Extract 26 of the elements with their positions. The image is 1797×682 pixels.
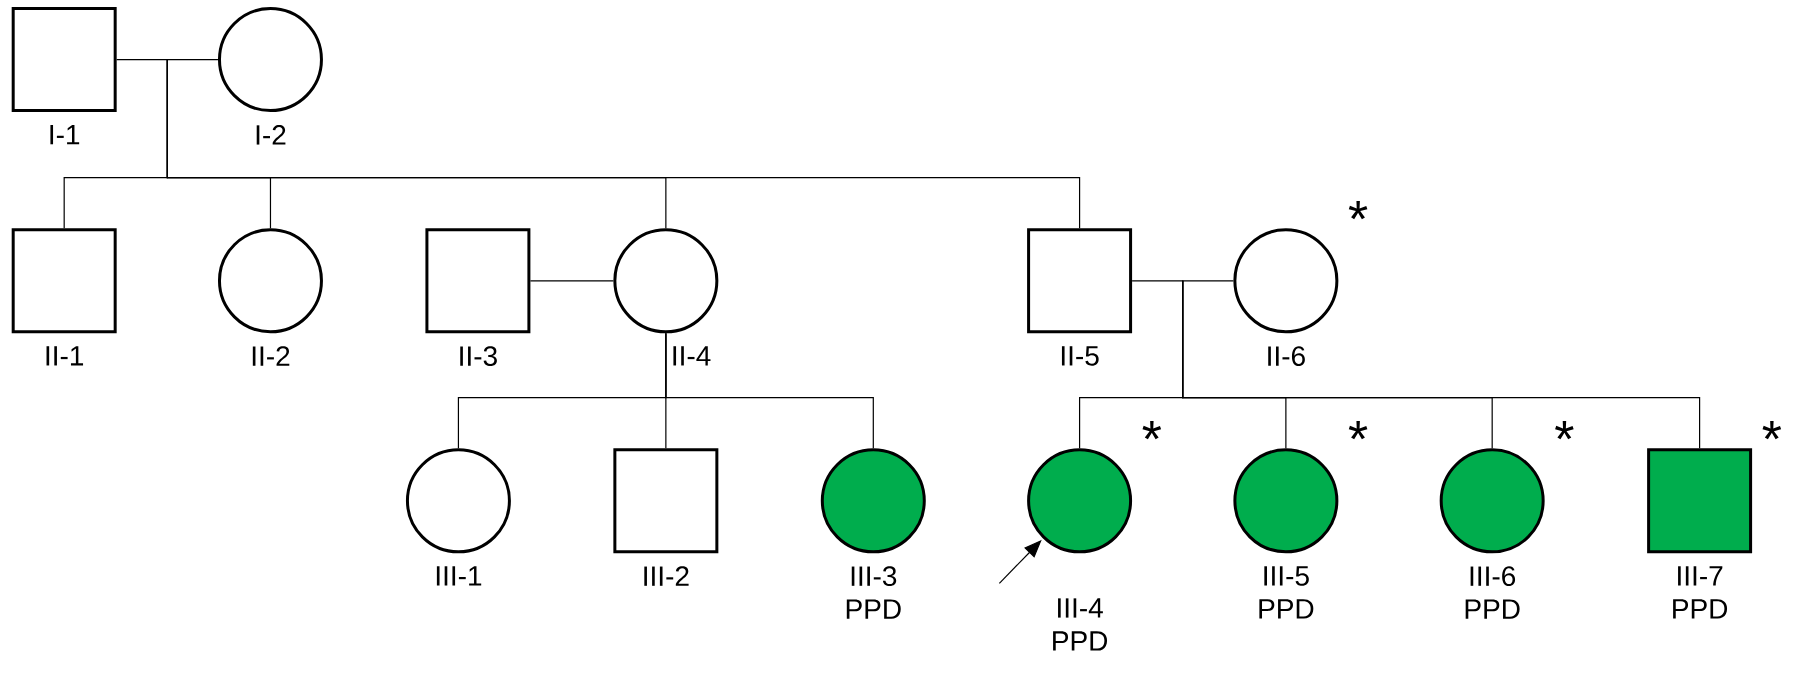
marriage-line <box>1131 280 1234 282</box>
person-label: II-3 <box>460 346 497 367</box>
person-label: III-5 PPD <box>1259 566 1314 619</box>
marriage-line <box>116 59 219 61</box>
asterisk: * <box>1762 421 1782 440</box>
person-label: I-1 <box>50 125 80 145</box>
asterisk: * <box>1555 421 1574 440</box>
descent-line <box>166 59 1081 229</box>
person-label: III-4 PPD <box>1053 598 1108 651</box>
descent-line <box>665 332 874 449</box>
person-label: III-1 <box>436 566 482 586</box>
asterisk: * <box>1142 421 1162 440</box>
person-label: I-2 <box>256 125 286 145</box>
person-label: III-2 <box>644 566 689 586</box>
marriage-line <box>529 280 614 282</box>
person-label: II-2 <box>252 346 290 366</box>
person-label: II-4 <box>673 346 711 366</box>
person-label: III-3 PPD <box>846 566 901 619</box>
person-label: III-6 PPD <box>1465 566 1520 619</box>
asterisk: * <box>1348 201 1368 220</box>
person-label: III-7 PPD <box>1673 566 1728 619</box>
person-label: II-6 <box>1268 346 1305 367</box>
asterisk: * <box>1348 421 1368 440</box>
person-label: II-5 <box>1061 346 1099 366</box>
descent-line <box>1182 280 1701 449</box>
person-label: II-1 <box>46 346 84 366</box>
